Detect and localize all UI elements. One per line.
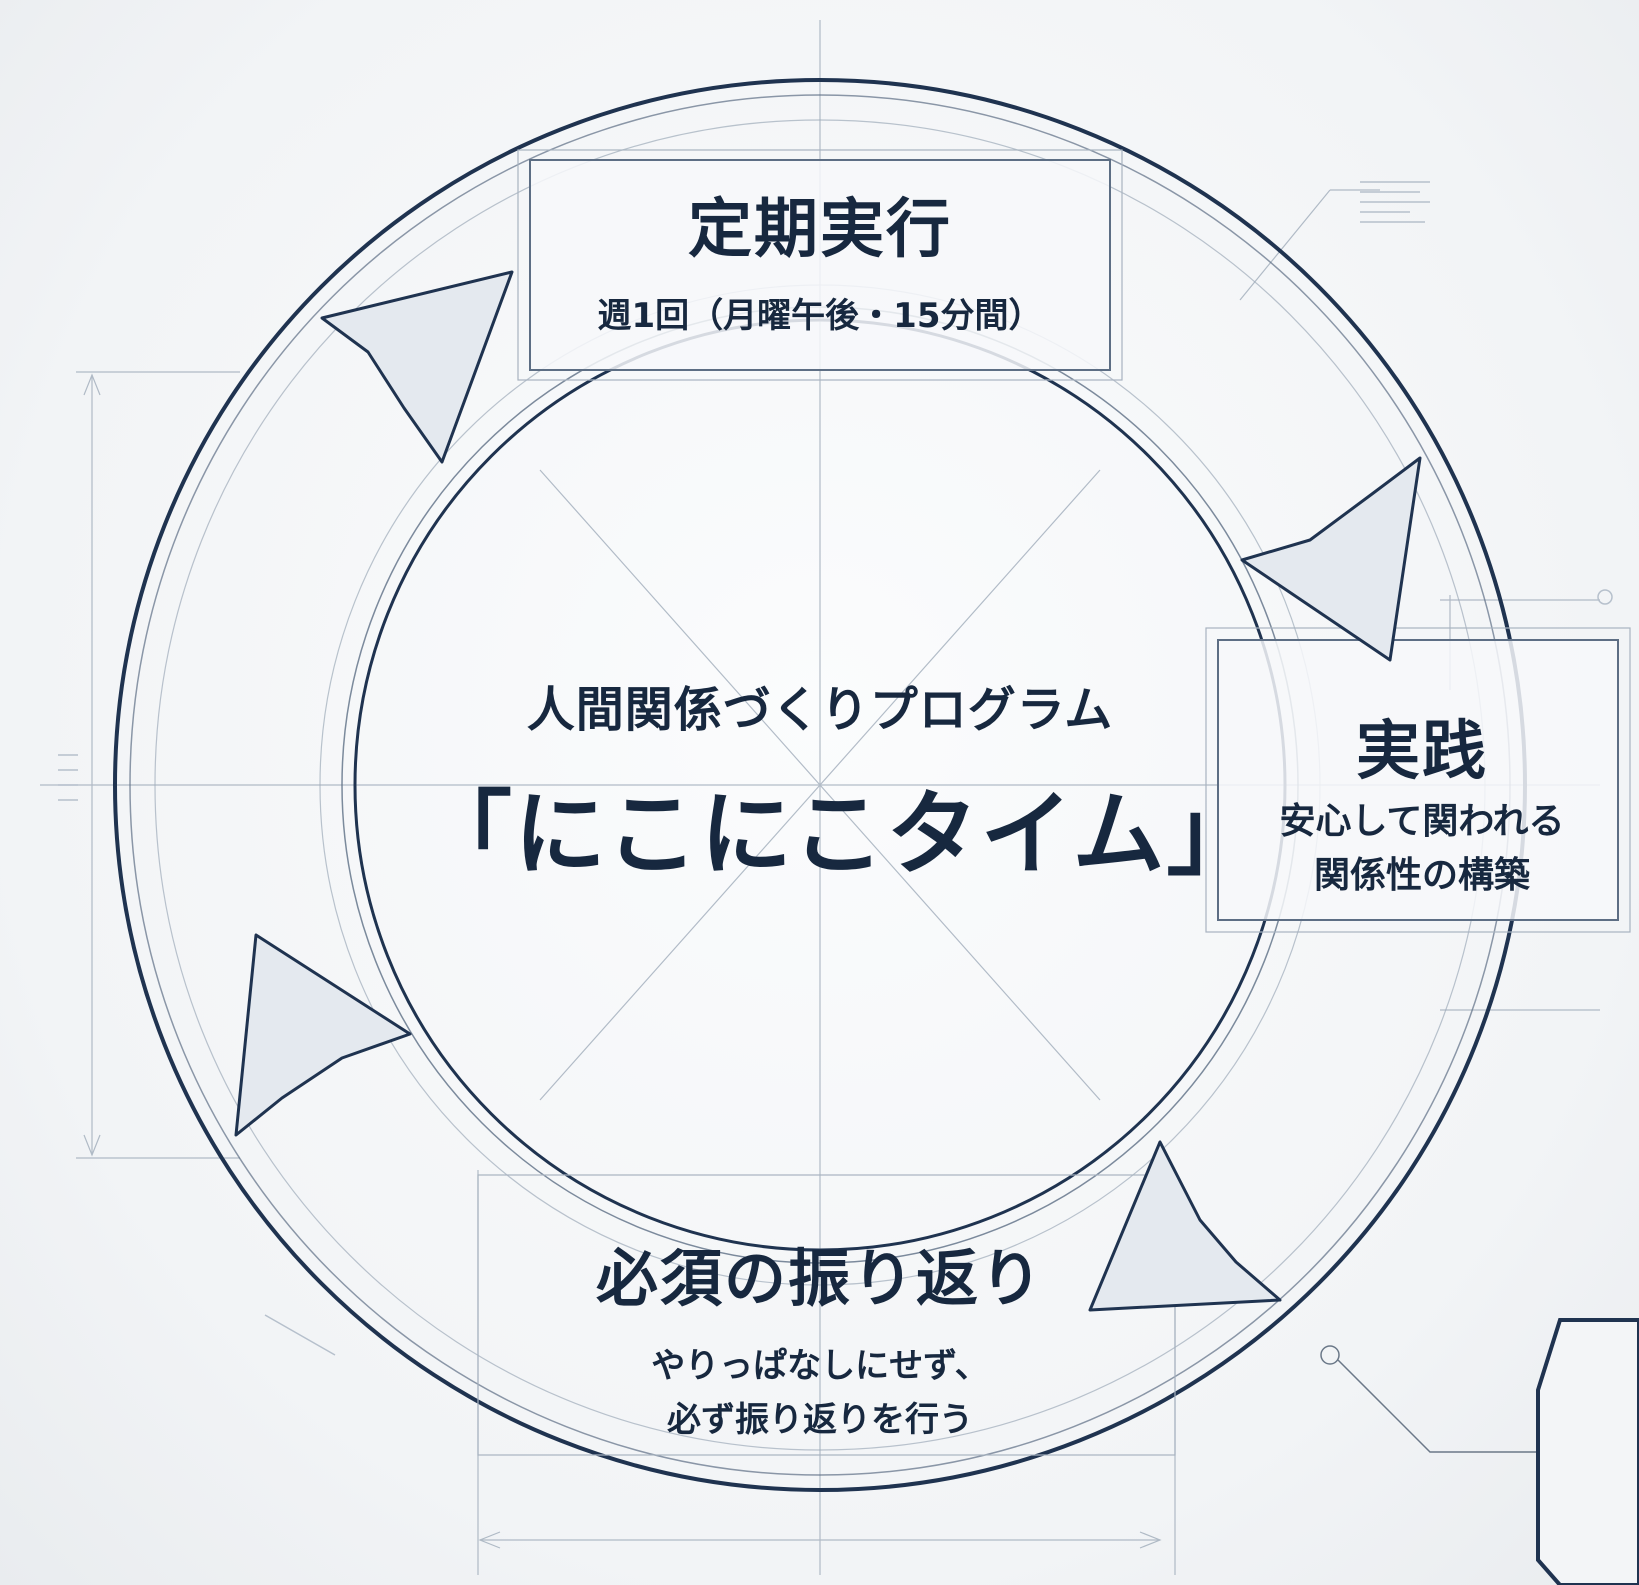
cycle-arrow-icon xyxy=(1240,456,1422,662)
right-label-frame xyxy=(1217,639,1619,921)
label-frames xyxy=(477,149,1631,1456)
top-label-frame xyxy=(529,159,1111,371)
step-heading-reflection: 必須の振り返り xyxy=(595,1242,1044,1315)
step-heading-schedule: 定期実行 xyxy=(688,193,952,267)
step-detail-reflection-2: 必ず振り返りを行う xyxy=(667,1400,973,1440)
cycle-arrow-icon xyxy=(1088,1140,1282,1312)
step-detail-reflection-1: やりっぱなしにせず、 xyxy=(651,1346,989,1386)
step-detail-practice-1: 安心して関われる xyxy=(1279,801,1565,842)
cycle-arrow-icon xyxy=(234,933,412,1137)
cycle-arrows xyxy=(234,270,1422,1312)
bottom-label-frame xyxy=(477,1174,1176,1456)
step-heading-practice: 実践 xyxy=(1356,715,1488,789)
step-detail-schedule: 週1回（月曜午後・15分間） xyxy=(597,296,1043,336)
corner-badge xyxy=(1536,1318,1639,1585)
program-title: 人間関係づくりプログラム xyxy=(526,682,1114,738)
step-detail-practice-2: 関係性の構築 xyxy=(1313,855,1530,896)
sketch-marks xyxy=(58,181,1613,1453)
cycle-arrow-icon xyxy=(320,270,514,464)
program-name: 「にこにこタイム」 xyxy=(420,781,1261,888)
